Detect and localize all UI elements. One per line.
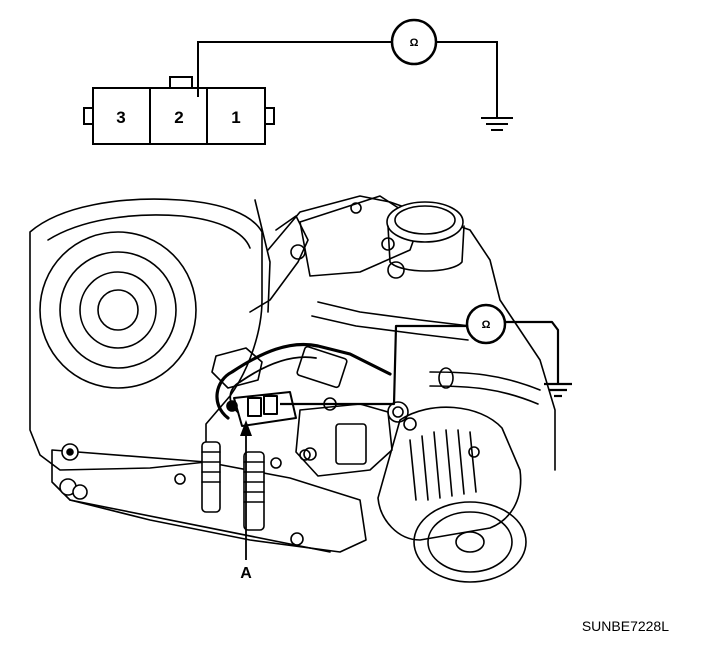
connector-latch [169,76,193,89]
lead-wire-to-ground [506,320,560,384]
test-lead-engine: Ω [280,303,572,406]
connector-clip [296,345,348,389]
hose-right [429,371,541,391]
housing-block [335,423,367,465]
figure-code: SUNBE7228L [582,618,669,634]
connector-tab-left [83,107,94,125]
lead-wire [437,41,498,118]
housing-bolt-2 [303,447,317,461]
stud-right [243,451,265,531]
ohmmeter-symbol-engine [465,303,507,345]
callout-a: A [240,420,252,582]
cover-rib [254,199,271,313]
stud-left [201,441,221,513]
connector-tab-right [264,107,275,125]
crank-pulley [413,501,527,583]
pulley-cover-mid [59,251,177,369]
pin-label-1: 1 [231,108,240,127]
bolt-top-1 [350,202,362,214]
pin-label-2: 2 [174,108,183,127]
pulley-cover-inner [79,271,157,349]
ohmmeter-symbol [390,18,438,66]
lead-wire [197,41,391,97]
test-lead-top: Ω [197,18,513,131]
pulley-cover-outer [39,231,197,389]
ground-icon [481,117,513,131]
engine-illustration [29,195,556,583]
hose-clamp [438,367,454,389]
housing-lower [295,403,393,477]
bolt-cluster [59,443,311,546]
alternator [377,406,522,541]
oil-filler-cap [386,201,465,272]
ohm-symbol-engine: Ω [482,319,491,331]
connector-schematic: 3 2 1 [83,76,275,145]
sensor-harness-loop [215,342,392,420]
pin-label-3: 3 [116,108,125,127]
callout-arrowhead [240,420,252,436]
ground-icon-engine [544,382,572,398]
upper-engine-outline [267,195,556,471]
pulley-cover-hub [97,289,139,331]
lead-wire-to-meter [280,324,466,406]
connector-body [92,87,266,145]
sensor-ground-bolt-inner [392,406,404,418]
sensor-ground-bolt [387,401,409,423]
sensor-mount-plate [211,347,263,389]
rocker-edge [299,195,421,277]
bolt-top-3 [387,261,405,279]
ohm-symbol: Ω [410,37,419,49]
cover-inner-edge [47,214,251,249]
callout-label-a: A [240,565,252,582]
coolant-pipe [317,301,471,327]
sensor-connector-body [226,391,297,427]
bracket-upper [249,215,309,313]
block-edge [69,499,331,553]
coolant-pipe-2 [311,315,469,341]
